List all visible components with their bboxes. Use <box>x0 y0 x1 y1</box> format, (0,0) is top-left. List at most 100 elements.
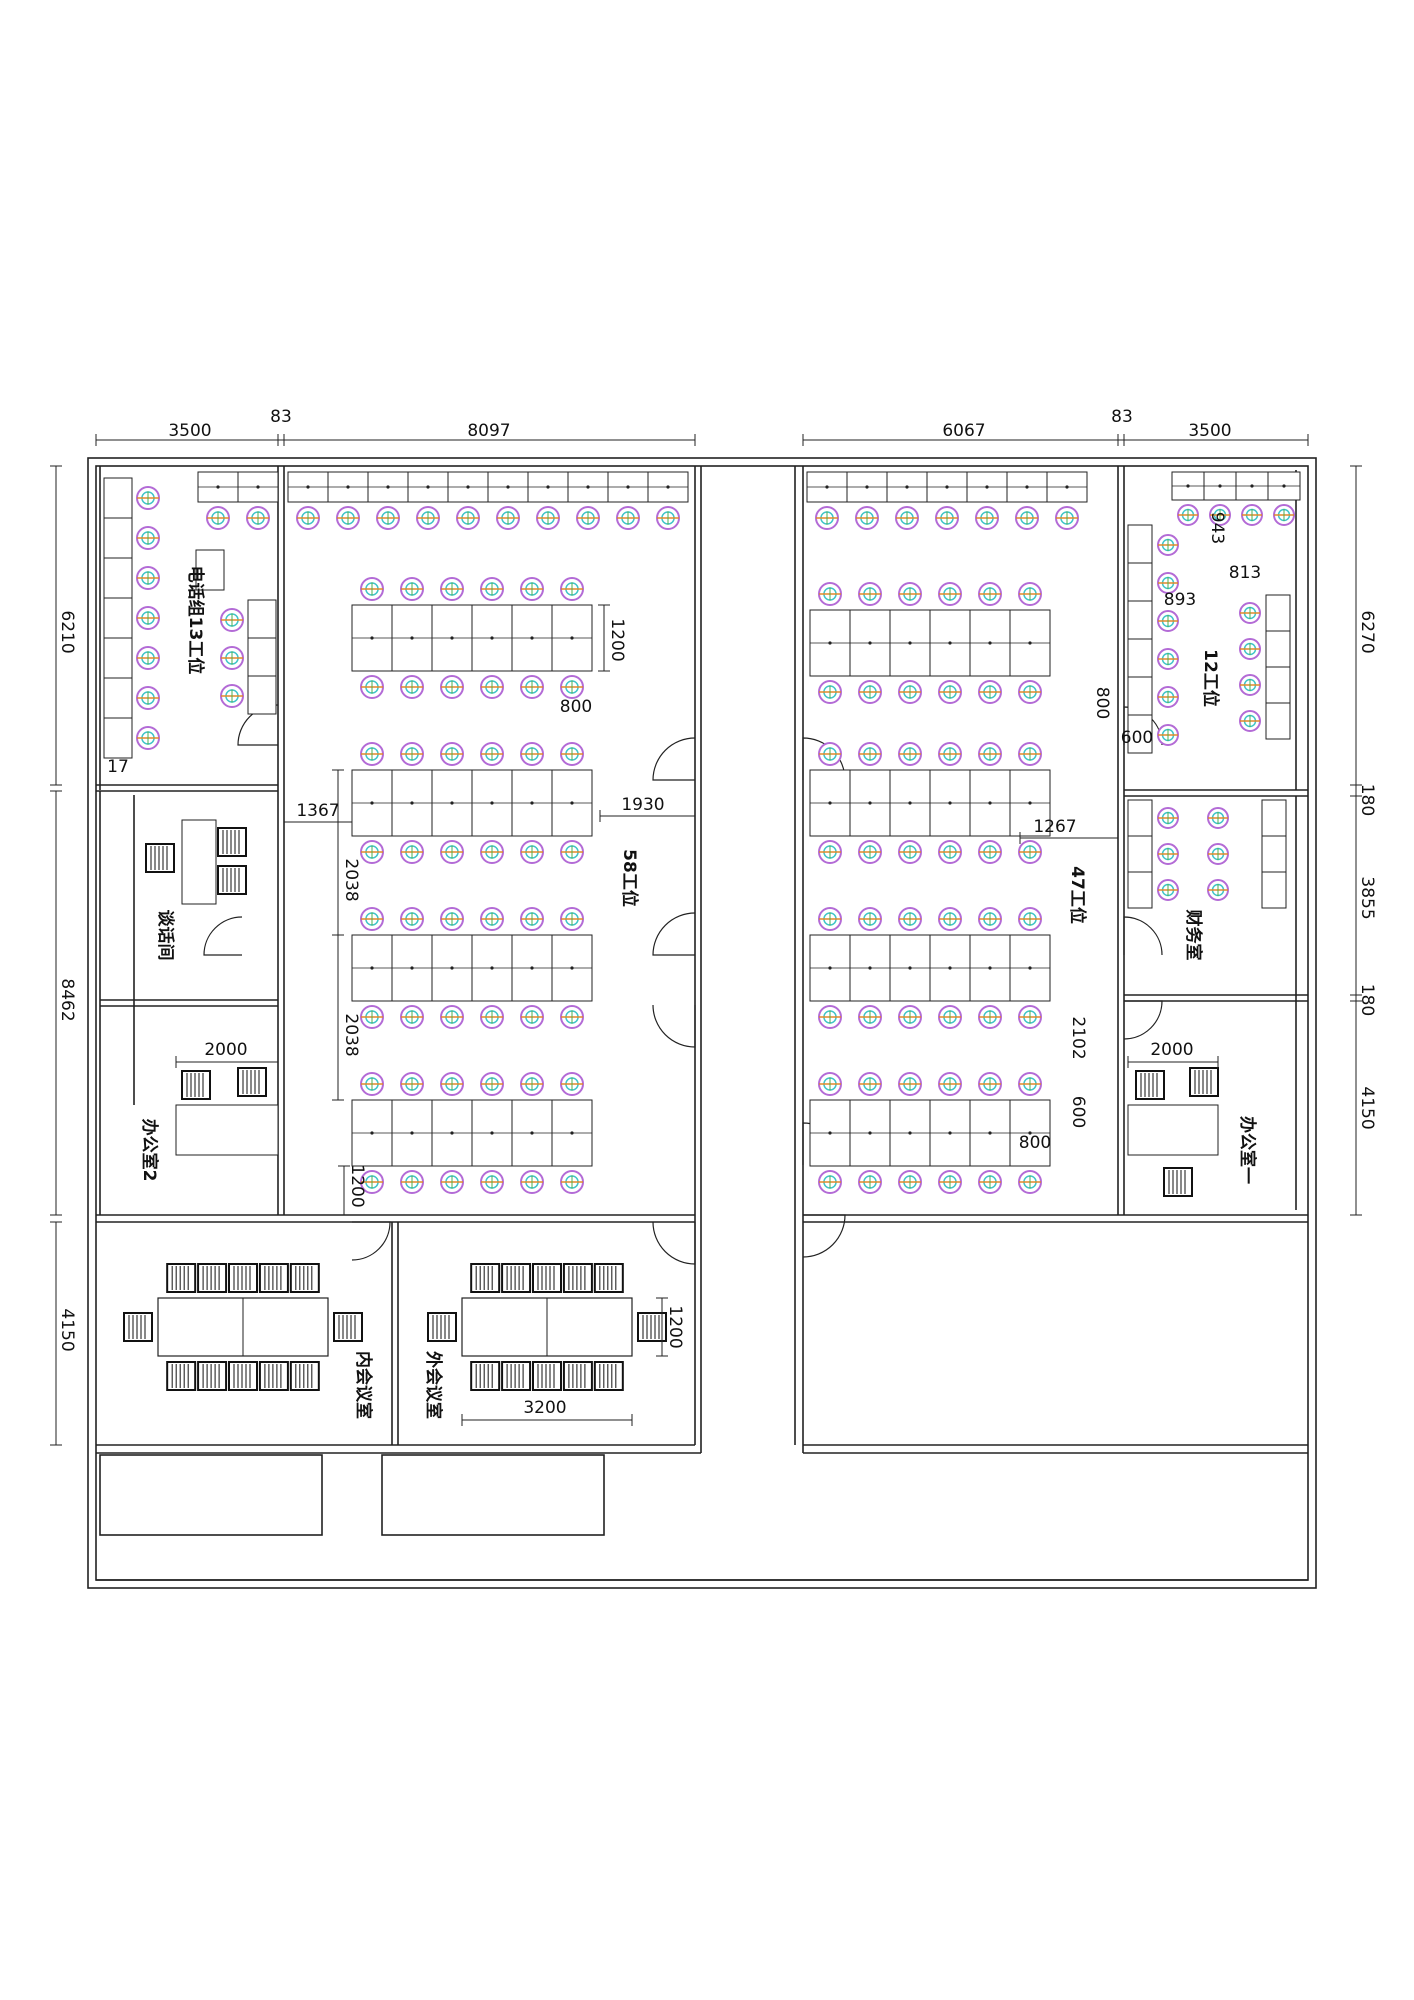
dim-right-2: 180 <box>1357 784 1377 816</box>
dim-top-right-gap: 83 <box>1111 407 1133 427</box>
dim-2038-b: 2038 <box>341 1013 361 1056</box>
chair-icon <box>938 1170 962 1194</box>
chair-icon <box>855 506 879 530</box>
dim-1200-b: 1200 <box>347 1164 367 1207</box>
chair-icon <box>1157 686 1179 708</box>
chair-icon <box>898 1170 922 1194</box>
dim-left-2: 8462 <box>57 978 77 1021</box>
chair-icon <box>898 680 922 704</box>
door-swing <box>652 737 696 781</box>
label-office-1: 办公室一 <box>1237 1116 1258 1184</box>
finance-desk <box>1127 871 1153 909</box>
chair-icon <box>136 486 160 510</box>
chair-icon <box>400 1170 424 1194</box>
exec-seat <box>166 1361 197 1391</box>
chair-icon <box>978 907 1002 931</box>
chair-icon <box>1157 843 1179 865</box>
chair-icon <box>520 675 544 699</box>
dim-2000-b: 2000 <box>1150 1040 1193 1060</box>
chair-icon <box>246 506 270 530</box>
chair-icon <box>818 1005 842 1029</box>
exec-seat <box>197 1263 228 1293</box>
chair-icon <box>938 1072 962 1096</box>
chair-icon <box>1018 1005 1042 1029</box>
chair-icon <box>818 1170 842 1194</box>
chair-icon <box>560 1005 584 1029</box>
dim-3200: 3200 <box>523 1398 566 1418</box>
chair-icon <box>858 742 882 766</box>
dim-right-5: 4150 <box>1357 1086 1377 1129</box>
chair-icon <box>1018 907 1042 931</box>
exec-seat <box>470 1263 501 1293</box>
dim-right-3: 3855 <box>1357 876 1377 919</box>
dim-17: 17 <box>107 757 129 777</box>
executive-chair-icon <box>237 1067 267 1097</box>
exec-seat <box>593 1263 624 1293</box>
chair-icon <box>1239 638 1261 660</box>
chair-icon <box>978 680 1002 704</box>
label-finance: 财务室 <box>1183 909 1204 961</box>
door-swing <box>351 1221 391 1261</box>
chair-icon <box>480 742 504 766</box>
chair-icon <box>560 1170 584 1194</box>
chair-icon <box>1015 506 1039 530</box>
executive-chair-icon <box>217 865 247 895</box>
executive-chair-icon <box>427 1312 457 1342</box>
chair-icon <box>1018 1072 1042 1096</box>
dim-top-right-room: 3500 <box>1188 421 1231 441</box>
chair-icon <box>360 742 384 766</box>
dim-top-left-room: 3500 <box>168 421 211 441</box>
chair-icon <box>1239 710 1261 732</box>
chair-icon <box>1207 807 1229 829</box>
door-swing <box>203 916 243 956</box>
dim-813: 813 <box>1229 563 1261 583</box>
executive-chair-icon <box>166 1263 197 1293</box>
door-swing <box>652 1004 696 1048</box>
station-desk <box>1127 562 1153 602</box>
doors <box>203 704 1163 1265</box>
office1-desk <box>1127 1104 1219 1156</box>
chair-icon <box>206 506 230 530</box>
dim-1930: 1930 <box>621 795 664 815</box>
exec-seat <box>228 1263 258 1293</box>
exec-seat <box>470 1361 501 1391</box>
phone-desk <box>247 675 277 715</box>
chair-icon <box>360 1005 384 1029</box>
chair-icon <box>978 1170 1002 1194</box>
finance-desk <box>1261 799 1287 837</box>
room-labels: 电话组13工位 谈话间 办公室2 内会议室 外会议室 58工位 47工位 12工… <box>139 566 1258 1419</box>
exec-seat <box>289 1361 320 1391</box>
chair-icon <box>938 582 962 606</box>
executive-chair-icon <box>228 1361 258 1391</box>
chair-icon <box>858 1170 882 1194</box>
executive-chair-icon <box>197 1361 228 1391</box>
cabinet <box>195 549 225 591</box>
finance-desk <box>1127 835 1153 873</box>
chair-icon <box>480 1072 504 1096</box>
chair-icon <box>1018 1170 1042 1194</box>
chair-icon <box>898 1072 922 1096</box>
station-desk <box>1265 702 1291 740</box>
exec-seat <box>228 1361 258 1391</box>
executive-chair-icon <box>470 1361 501 1391</box>
chair-icon <box>1157 879 1179 901</box>
chair-icon <box>938 840 962 864</box>
chair-icon <box>935 506 959 530</box>
label-outer-meeting: 外会议室 <box>423 1351 444 1419</box>
exec-seat <box>181 1070 211 1100</box>
phone-desk <box>247 637 277 677</box>
chair-icon <box>1207 879 1229 901</box>
chair-icon <box>136 606 160 630</box>
label-phone-group: 电话组13工位 <box>185 566 206 675</box>
talk-table <box>181 819 217 905</box>
chair-icon <box>480 840 504 864</box>
executive-chair-icon <box>145 843 175 873</box>
dim-2038-a: 2038 <box>341 858 361 901</box>
station-desk <box>1265 594 1291 632</box>
chair-icon <box>440 907 464 931</box>
walls <box>87 457 1317 1589</box>
chair-icon <box>938 907 962 931</box>
station-desk <box>1127 524 1153 564</box>
phone-desk <box>103 477 133 519</box>
chair-icon <box>1157 807 1179 829</box>
